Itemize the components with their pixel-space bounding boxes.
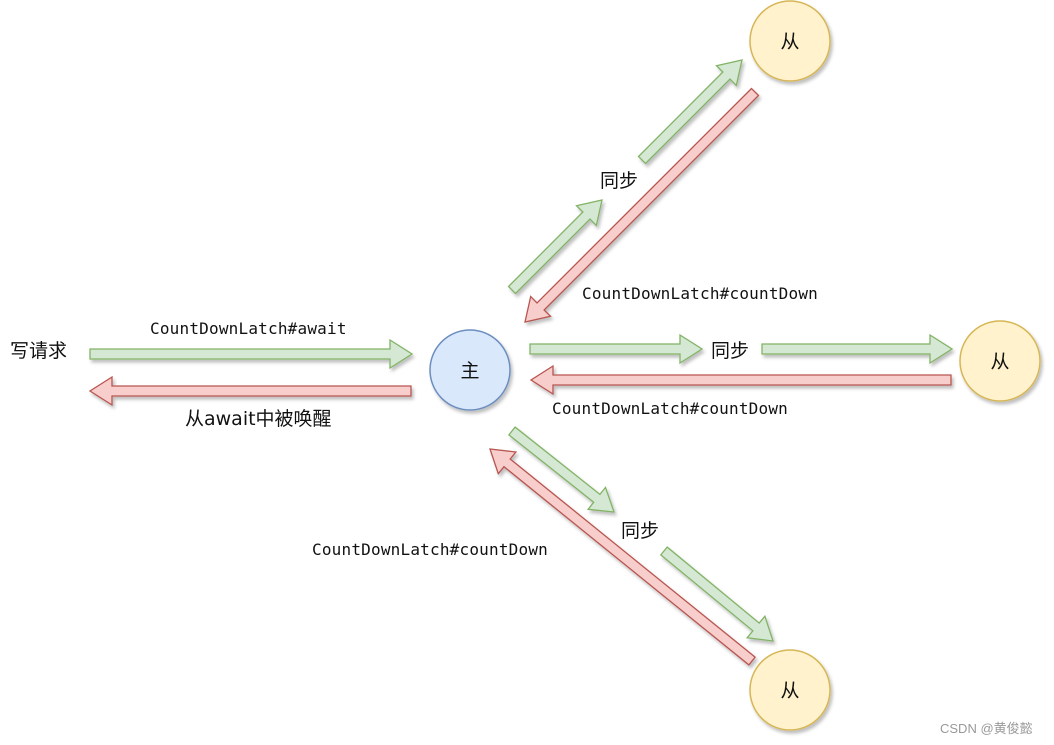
- sync-bottom-label: 同步: [621, 520, 659, 542]
- arrow-sync-right-segment-2: [761, 333, 954, 365]
- write-request-label: 写请求: [10, 340, 67, 362]
- await-label: CountDownLatch#await: [150, 319, 347, 338]
- arrow-sync-top-segment-2: [637, 59, 743, 165]
- slave-right-label: 从: [990, 351, 1009, 373]
- arrow-countdown-bottom: [489, 448, 757, 666]
- slave-bottom-label: 从: [780, 680, 799, 702]
- arrow-sync-bottom-segment-1: [507, 426, 615, 513]
- countdown-bottom-label: CountDownLatch#countDown: [312, 540, 548, 559]
- arrow-countdown-right: [529, 364, 952, 396]
- sync-right-label: 同步: [711, 340, 749, 362]
- countdown-top-label: CountDownLatch#countDown: [582, 284, 818, 303]
- arrow-master-wake-client: [88, 375, 412, 407]
- master-node-label: 主: [460, 360, 479, 382]
- countdown-right-label: CountDownLatch#countDown: [552, 399, 788, 418]
- arrow-sync-bottom-segment-2: [659, 546, 774, 642]
- sync-top-label: 同步: [600, 170, 638, 192]
- arrow-sync-top-segment-1: [507, 199, 603, 295]
- slave-top-label: 从: [780, 31, 799, 53]
- arrow-request-to-master: [89, 338, 414, 370]
- slave-node-bottom: [749, 649, 831, 731]
- arrow-sync-right-segment-1: [529, 333, 704, 365]
- woken-label: 从await中被唤醒: [185, 408, 332, 430]
- master-node: [429, 329, 511, 411]
- slave-node-right: [959, 320, 1041, 402]
- slave-node-top: [749, 0, 831, 82]
- arrow-countdown-top: [524, 87, 760, 323]
- watermark: CSDN @黄俊懿: [940, 721, 1033, 736]
